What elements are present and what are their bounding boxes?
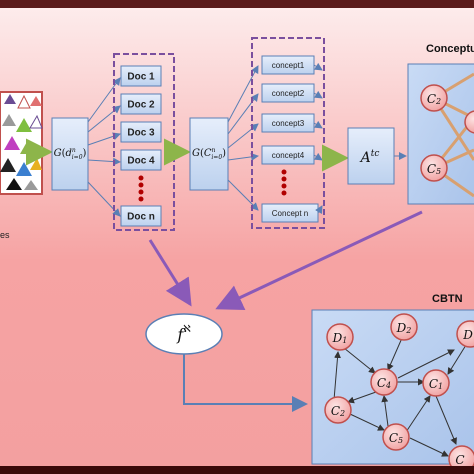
concept-label: concept2: [272, 89, 305, 98]
cbtn-concept-node-label: C1: [429, 377, 443, 392]
doc-box: [120, 121, 162, 143]
cbtn-doc-node: [456, 320, 474, 348]
cbtn-doc-node-label: D2: [396, 321, 412, 336]
concept-node-label: C2: [427, 92, 441, 107]
cbtn-doc-node: [326, 323, 354, 351]
cbtn-concept-node: [324, 396, 352, 424]
concept-network-title: Conceptu: [426, 43, 474, 55]
input-shapes-image: [0, 91, 43, 195]
cbtn-panel: D1 D2 D C4 C1 C2 C5 C: [311, 309, 474, 473]
doc-ellipsis-dots: [138, 175, 144, 202]
cbtn-concept-node: [382, 423, 410, 451]
cbtn-title: CBTN: [432, 293, 463, 305]
concept-exit-arrows: [313, 62, 323, 215]
doc-label: Doc n: [127, 212, 155, 223]
concept-node: [420, 154, 448, 182]
cbtn-concept-node-label: C2: [331, 404, 345, 419]
cbtn-doc-node: [390, 313, 418, 341]
fusion-label: fℵ: [176, 324, 191, 344]
concept-label: concept1: [272, 61, 305, 70]
doc-label: Doc 3: [127, 128, 155, 139]
concept-node-partial: [464, 110, 474, 134]
cbtn-doc-node-label: D1: [332, 331, 348, 346]
concept-list: concept1 concept2 concept3 concept4 Conc…: [261, 55, 319, 223]
doc-fanout-arrows: [87, 77, 121, 217]
cbtn-concept-node-label: C5: [389, 431, 403, 446]
doc-box: [120, 149, 162, 171]
concept-label: concept4: [272, 151, 305, 160]
arrow-network-to-fusion: [215, 210, 423, 310]
concept-group: [251, 37, 325, 229]
doc-label: Doc 4: [127, 156, 155, 167]
cbtn-concept-node: [370, 368, 398, 396]
attention-label: Atc: [359, 149, 380, 166]
concept-label: concept3: [272, 119, 305, 128]
concept-node: [420, 84, 448, 112]
concept-node-label: C5: [427, 162, 441, 177]
cbtn-concept-node-label: C: [455, 453, 464, 467]
bottom-border: [0, 466, 474, 474]
arrow-docs-to-fusion: [148, 239, 192, 307]
top-border: [0, 0, 474, 8]
cbtn-edges: [333, 337, 467, 457]
cbtn-concept-node-label: C4: [377, 376, 391, 391]
concept-label: Concept n: [272, 209, 308, 218]
doc-box: [120, 65, 162, 87]
doc-label: Doc 2: [127, 100, 155, 111]
concept-network-panel: C2 C5: [407, 63, 474, 205]
input-caption: es: [0, 230, 10, 240]
cbtn-concept-node: [422, 369, 450, 397]
concept-fanout-arrows: [227, 65, 259, 211]
doc-label: Doc 1: [127, 72, 155, 83]
fusion-node: fℵ: [145, 313, 223, 355]
document-list: Doc 1 Doc 2 Doc 3 Doc 4 Doc n: [120, 65, 162, 227]
doc-box: [120, 205, 162, 227]
concept-ellipsis-dots: [281, 169, 287, 196]
cbtn-doc-node-label: D: [462, 328, 473, 342]
arrow-fusion-to-cbtn: [183, 354, 308, 412]
attention-box: Atc: [347, 127, 395, 185]
doc-box: [120, 93, 162, 115]
